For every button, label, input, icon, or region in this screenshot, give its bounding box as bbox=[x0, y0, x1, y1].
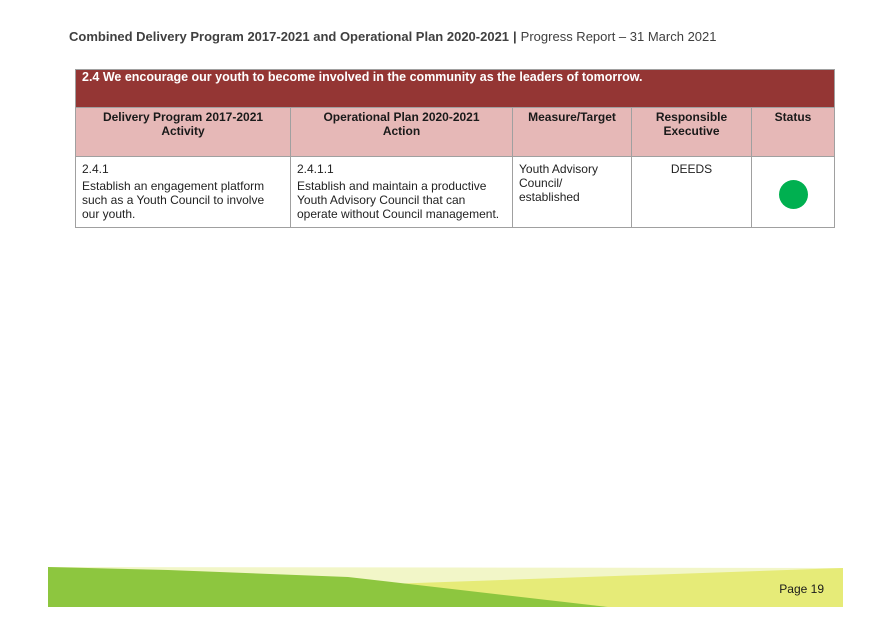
header-separator: | bbox=[513, 29, 517, 44]
status-cell bbox=[750, 156, 836, 228]
footer-yellow-band bbox=[388, 568, 843, 607]
section-title: 2.4 We encourage our youth to become inv… bbox=[74, 69, 836, 108]
column-header-activity: Delivery Program 2017-2021 Activity bbox=[75, 107, 291, 157]
action-code: 2.4.1.1 bbox=[297, 162, 334, 176]
column-header-action: Operational Plan 2020-2021 Action bbox=[290, 107, 513, 157]
footer-swoosh-graphic bbox=[48, 567, 843, 607]
action-cell: 2.4.1.1 Establish and maintain a product… bbox=[290, 156, 513, 228]
executive-cell: DEEDS bbox=[631, 156, 752, 228]
page-header: Combined Delivery Program 2017-2021 and … bbox=[69, 29, 717, 44]
section-header-row: 2.4 We encourage our youth to become inv… bbox=[74, 69, 836, 108]
action-text: Establish and maintain a productive Yout… bbox=[297, 179, 500, 221]
column-header-activity-line1: Delivery Program 2017-2021 bbox=[102, 110, 264, 124]
column-header-executive-line2: Executive bbox=[663, 124, 720, 138]
column-header-action-line1: Operational Plan 2020-2021 bbox=[323, 110, 480, 124]
column-header-row: Delivery Program 2017-2021 Activity Oper… bbox=[75, 107, 836, 157]
measure-cell: Youth Advisory Council/ established bbox=[512, 156, 632, 228]
activity-code: 2.4.1 bbox=[82, 162, 109, 176]
column-header-executive-line1: Responsible bbox=[655, 110, 728, 124]
progress-table: 2.4 We encourage our youth to become inv… bbox=[74, 69, 836, 228]
column-header-activity-line2: Activity bbox=[161, 124, 205, 138]
activity-cell: 2.4.1 Establish an engagement platform s… bbox=[75, 156, 291, 228]
activity-text: Establish an engagement platform such as… bbox=[82, 179, 265, 221]
column-header-executive: Responsible Executive bbox=[631, 107, 752, 157]
header-title-normal: Progress Report – 31 March 2021 bbox=[520, 29, 717, 44]
status-green-dot-icon bbox=[778, 180, 808, 209]
column-header-measure: Measure/Target bbox=[512, 107, 632, 157]
table-row: 2.4.1 Establish an engagement platform s… bbox=[75, 156, 836, 228]
column-header-action-line2: Action bbox=[382, 124, 421, 138]
page-footer: Page 19 bbox=[48, 555, 843, 607]
column-header-status: Status bbox=[750, 107, 836, 157]
header-title-bold: Combined Delivery Program 2017-2021 and … bbox=[69, 29, 510, 44]
footer-green-band bbox=[48, 567, 608, 607]
page-number: Page 19 bbox=[779, 582, 824, 596]
